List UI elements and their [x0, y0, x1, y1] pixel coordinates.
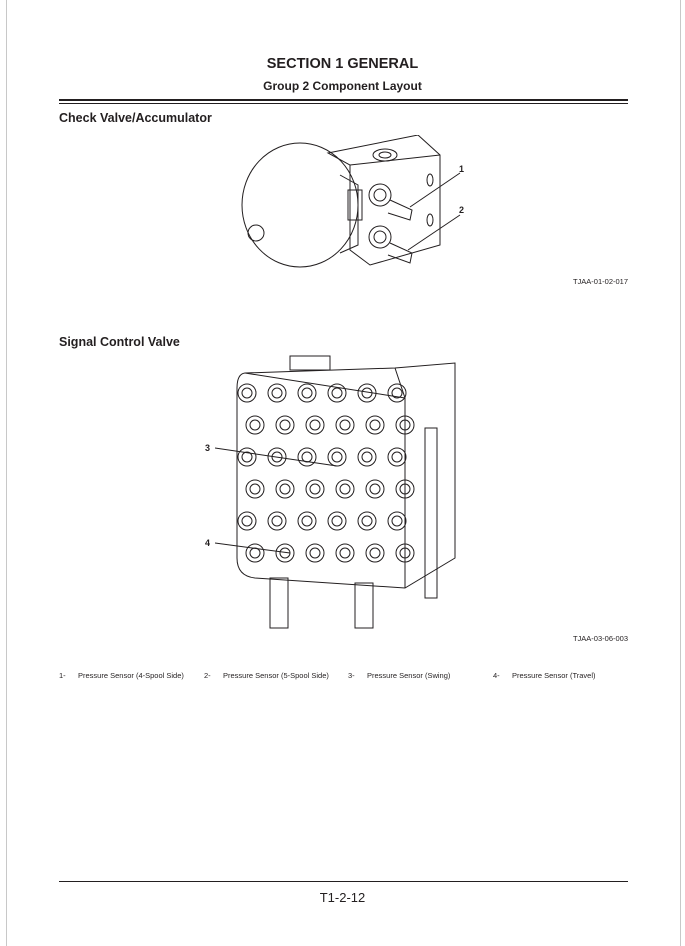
section-title: SECTION 1 GENERAL: [266, 56, 419, 72]
page-left-edge: [6, 0, 7, 946]
signal-control-valve-illustration: [215, 355, 456, 629]
figure1-code: TJAA-01-02-017: [572, 277, 628, 286]
legend-num-4: 4-: [493, 671, 500, 680]
legend-num-1: 1-: [59, 671, 66, 680]
page-right-edge: [680, 0, 681, 946]
footer-rule: [59, 881, 628, 882]
legend-label-4: Pressure Sensor (Travel): [512, 671, 596, 680]
legend-label-1: Pressure Sensor (4-Spool Side): [78, 671, 184, 680]
callout-4: 4: [205, 538, 211, 548]
check-valve-heading: Check Valve/Accumulator: [59, 111, 212, 125]
header-rule: [59, 99, 628, 101]
legend-label-3: Pressure Sensor (Swing): [367, 671, 451, 680]
check-valve-accumulator-illustration: [241, 135, 461, 268]
callout-3: 3: [205, 443, 211, 453]
page-number: T1-2-12: [319, 890, 366, 905]
figure2-code: TJAA-03-06-003: [572, 634, 628, 643]
callout-1: 1: [459, 164, 465, 174]
callout-2: 2: [459, 205, 465, 215]
legend-num-2: 2-: [204, 671, 211, 680]
signal-control-valve-heading: Signal Control Valve: [59, 335, 180, 349]
legend-num-3: 3-: [348, 671, 355, 680]
header-rule-thin: [59, 103, 628, 104]
group-title: Group 2 Component Layout: [263, 79, 422, 93]
legend-label-2: Pressure Sensor (5-Spool Side): [223, 671, 329, 680]
